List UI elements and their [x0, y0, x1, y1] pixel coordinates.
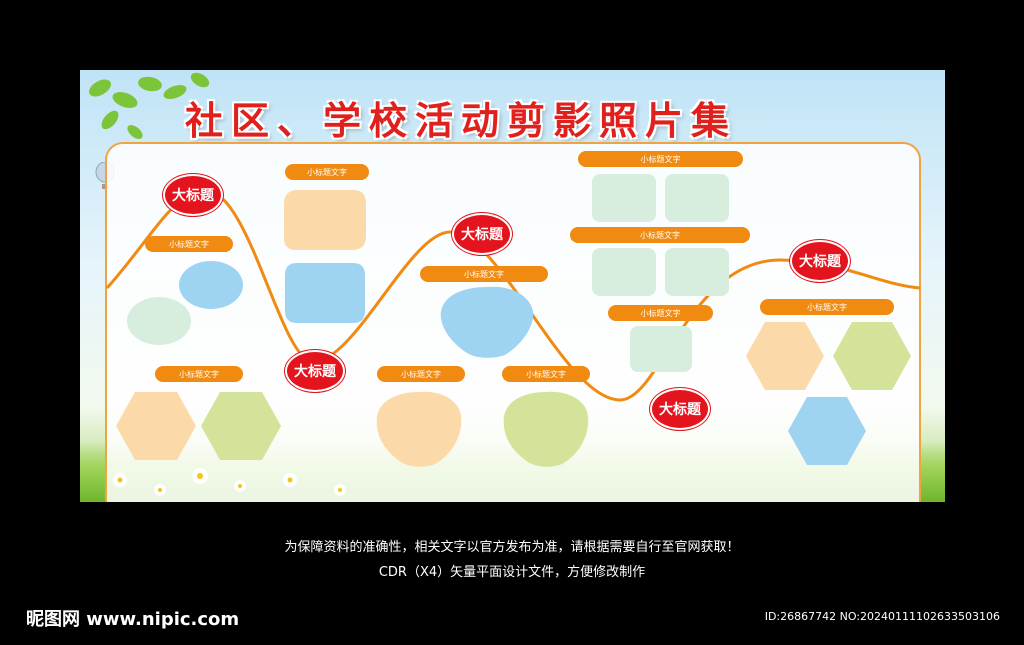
photo-placeholder [746, 322, 824, 390]
flowers-icon [113, 468, 346, 496]
photo-placeholder [788, 397, 866, 465]
image-id-text: ID:26867742 NO:20240111102633503106 [764, 610, 1000, 623]
photo-placeholder [440, 286, 534, 358]
photo-placeholder [201, 392, 281, 460]
photo-placeholder [592, 174, 656, 222]
photo-placeholder [503, 391, 589, 467]
photo-placeholder [284, 190, 366, 250]
photo-placeholder [833, 322, 911, 390]
big-title-2: 大标题 [285, 350, 345, 392]
sub-title-bar: 小标题文字 [420, 266, 548, 282]
file-info-text: CDR（X4）矢量平面设计文件，方便修改制作 [378, 565, 646, 580]
big-title-1: 大标题 [163, 174, 223, 216]
big-title-4: 大标题 [650, 388, 710, 430]
sub-title-bar: 小标题文字 [570, 227, 750, 243]
sub-title-bar: 小标题文字 [285, 164, 369, 180]
sub-title-bar: 小标题文字 [608, 305, 713, 321]
sub-title-bar: 小标题文字 [502, 366, 590, 382]
photo-placeholder [285, 263, 365, 323]
sub-title-bar: 小标题文字 [578, 151, 743, 167]
disclaimer-text: 为保障资料的准确性，相关文字以官方发布为准，请根据需要自行至官网获取！ [284, 540, 740, 555]
big-title-3: 大标题 [452, 213, 512, 255]
display-board: 社区、学校活动剪影照片集 大标题 大标题 大标题 大标题 大标题 小标题文字 小… [80, 70, 945, 502]
photo-placeholder [592, 248, 656, 296]
photo-placeholder [376, 391, 462, 467]
sub-title-bar: 小标题文字 [145, 236, 233, 252]
photo-placeholder [665, 174, 729, 222]
sub-title-bar: 小标题文字 [760, 299, 894, 315]
photo-placeholder [116, 392, 196, 460]
photo-placeholder [665, 248, 729, 296]
photo-placeholder [630, 326, 692, 372]
board-title: 社区、学校活动剪影照片集 [185, 98, 738, 143]
photo-placeholder [127, 297, 191, 345]
sub-title-bar: 小标题文字 [155, 366, 243, 382]
leaves-icon [89, 72, 210, 139]
site-logo: 昵图网 www.nipic.com [26, 609, 240, 630]
photo-placeholder [179, 261, 243, 309]
sub-title-bar: 小标题文字 [377, 366, 465, 382]
big-title-5: 大标题 [790, 240, 850, 282]
